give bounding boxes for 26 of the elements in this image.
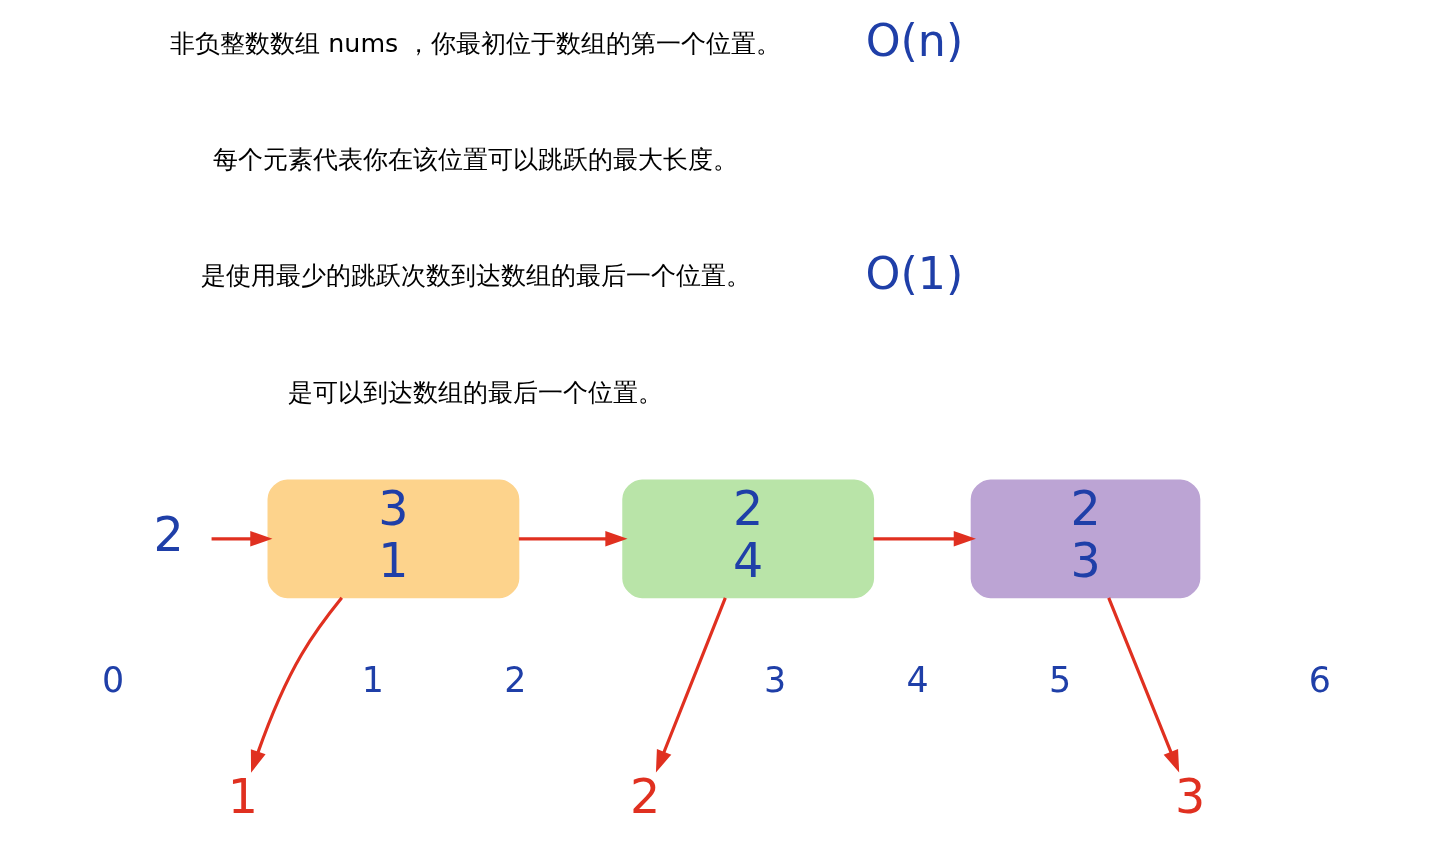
label: 非负整数数组 nums ，你最初位于数组的第一个位置。 — [169, 27, 781, 58]
node-box: 2 3 — [970, 479, 1200, 599]
label: 1 — [361, 659, 384, 700]
arrow — [872, 531, 976, 547]
node-text: 2 — [152, 506, 184, 562]
label: 2 — [503, 659, 526, 700]
label: 4 — [906, 659, 929, 700]
arrow — [211, 531, 272, 547]
label: 5 — [1048, 659, 1071, 700]
label: O(1) — [865, 248, 963, 300]
node-box: 3 1 — [267, 479, 519, 599]
label: O(n) — [865, 15, 963, 67]
node-text: 1 — [227, 768, 258, 824]
label: 每个元素代表你在该位置可以跳跃的最大长度。 — [212, 143, 738, 174]
arrow — [250, 596, 343, 773]
node-text: 2 — [629, 768, 660, 824]
label: 0 — [101, 659, 124, 700]
node-box: 2 4 — [621, 479, 874, 599]
label: 是使用最少的跳跃次数到达数组的最后一个位置。 — [200, 260, 751, 291]
arrow — [655, 597, 727, 773]
arrow — [1106, 597, 1179, 773]
arrow — [518, 531, 628, 547]
label: 6 — [1308, 659, 1331, 700]
label: 3 — [763, 659, 786, 700]
node-text: 3 — [1174, 768, 1205, 824]
label: 是可以到达数组的最后一个位置。 — [287, 376, 663, 407]
